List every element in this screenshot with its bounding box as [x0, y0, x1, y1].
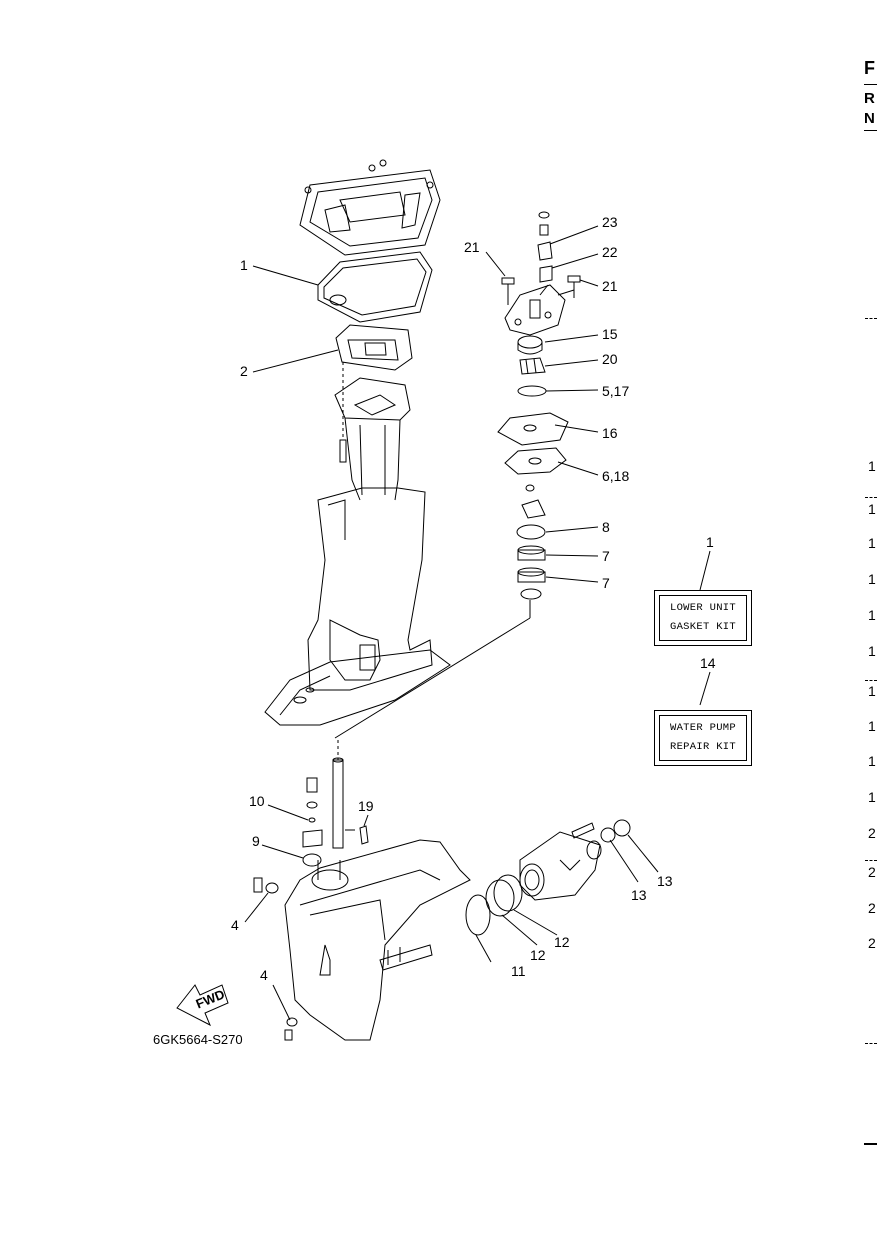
kit-1-line-1: LOWER UNIT: [669, 602, 736, 614]
callout-9: 9: [252, 833, 260, 849]
callout-12b: 12: [554, 934, 570, 950]
edge-row-11: 2: [868, 825, 876, 841]
callout-16: 16: [602, 425, 618, 441]
kit-water-pump-repair: WATER PUMP REPAIR KIT: [654, 710, 752, 766]
callout-20: 20: [602, 351, 618, 367]
fwd-label: FWD: [194, 986, 227, 1011]
callout-21b: 21: [602, 278, 618, 294]
edge-row-10: 1: [868, 789, 876, 805]
edge-header-n: N: [864, 110, 875, 127]
callout-3: 1: [240, 257, 248, 273]
edge-row-14: 2: [868, 935, 876, 951]
edge-row-6: 1: [868, 643, 876, 659]
edge-row-5: 1: [868, 607, 876, 623]
callout-11: 11: [511, 963, 526, 979]
callout-15: 15: [602, 326, 618, 342]
edge-row-1: 1: [868, 458, 876, 474]
callout-8: 8: [602, 519, 610, 535]
leader-lines: [244, 225, 711, 1021]
kit-lower-unit-gasket: LOWER UNIT GASKET KIT: [654, 590, 752, 646]
edge-header-f: F: [864, 58, 875, 78]
callout-13a: 13: [631, 887, 647, 903]
callout-4a: 4: [231, 917, 239, 933]
callout-14: 14: [700, 655, 716, 671]
callout-5-17: 5,17: [602, 383, 629, 399]
upper-mount-plate: [299, 159, 441, 256]
callout-19: 19: [358, 798, 374, 814]
shaft-seal-parts: [302, 777, 369, 867]
edge-row-8: 1: [868, 718, 876, 734]
kit-14-line-1: WATER PUMP: [669, 722, 736, 734]
gasket-3: [317, 251, 433, 323]
lower-unit: [284, 839, 471, 1041]
kit-1-line-2: GASKET KIT: [669, 621, 736, 633]
fwd-arrow-icon: [176, 984, 229, 1027]
callout-labels: 1 2 21 23 22 21 15 20 5,17 16 6,18 8 7 7…: [231, 214, 716, 983]
callout-12a: 12: [530, 947, 546, 963]
callout-2: 2: [240, 363, 248, 379]
callout-22: 22: [602, 244, 618, 260]
callout-7b: 7: [602, 575, 610, 591]
diagram-code: 6GK5664-S270: [153, 1032, 243, 1047]
edge-row-9: 1: [868, 753, 876, 769]
drive-shaft: [332, 757, 344, 849]
water-pump-parts: [497, 211, 581, 600]
callout-13b: 13: [657, 873, 673, 889]
kit-14-line-2: REPAIR KIT: [669, 741, 736, 753]
edge-row-7: 1: [868, 683, 876, 699]
drive-shaft-housing: [264, 377, 451, 726]
edge-row-4: 1: [868, 571, 876, 587]
bolts-4: [253, 877, 298, 1041]
callout-7a: 7: [602, 548, 610, 564]
callout-6-18: 6,18: [602, 468, 629, 484]
plate-2: [335, 324, 413, 371]
edge-row-3: 1: [868, 535, 876, 551]
edge-row-13: 2: [868, 900, 876, 916]
callout-1: 1: [706, 534, 714, 550]
callout-4b: 4: [260, 967, 268, 983]
edge-header-r: R: [864, 90, 875, 107]
propeller-shaft-housing: [465, 819, 631, 936]
callout-23: 23: [602, 214, 618, 230]
edge-row-2: 1: [868, 501, 876, 517]
callout-21a: 21: [464, 239, 480, 255]
callout-10: 10: [249, 793, 265, 809]
housing-bolt: [339, 439, 347, 463]
edge-row-12: 2: [868, 864, 876, 880]
